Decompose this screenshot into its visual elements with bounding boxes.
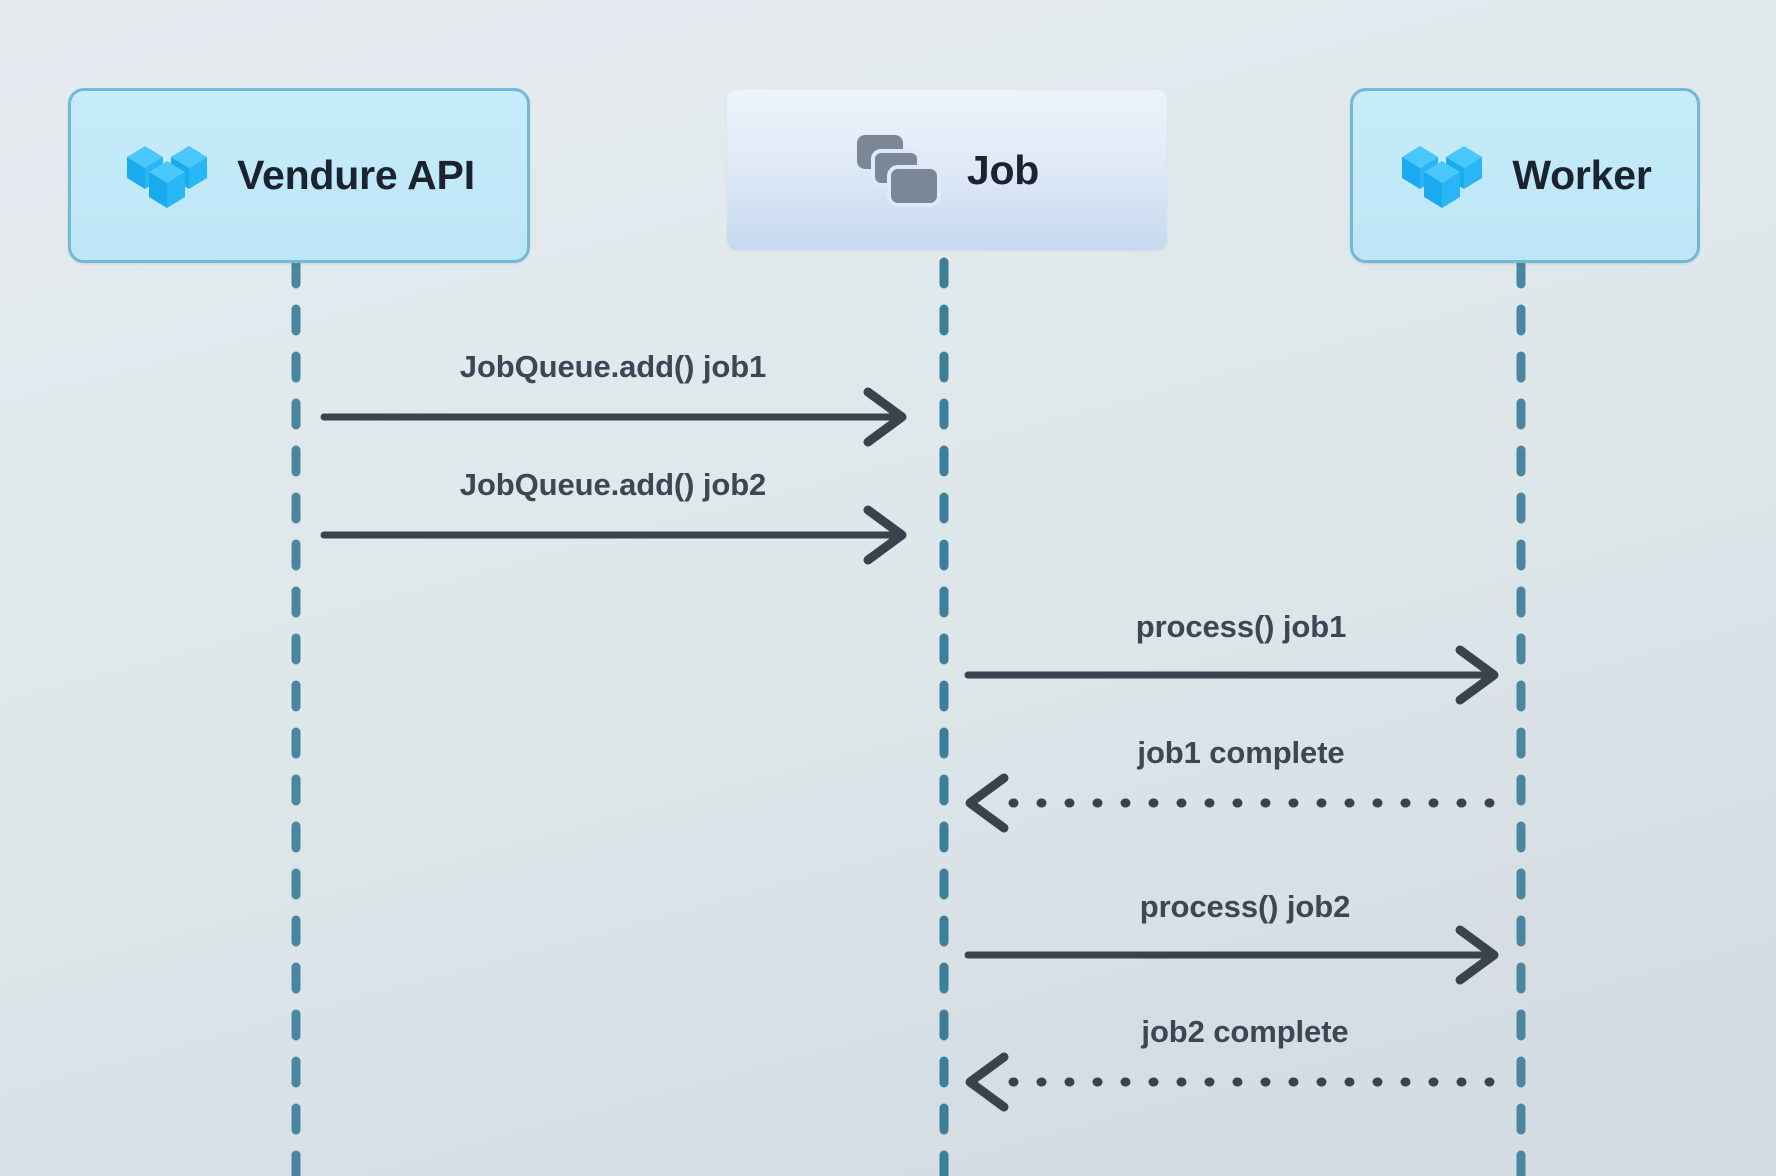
participant-label-vendure-api: Vendure API <box>237 152 475 198</box>
participant-label-job: Job <box>966 146 1040 193</box>
message-label-process-job1: process() job1 <box>1135 609 1347 644</box>
message-arrow-jobqueue-add-job1 <box>320 387 907 447</box>
job-stack-icon <box>855 133 941 207</box>
arrowhead-left-icon <box>965 1052 1009 1112</box>
arrowhead-left-icon <box>965 773 1009 833</box>
arrowhead-right-icon <box>863 505 907 565</box>
message-arrow-process-job1 <box>964 645 1499 705</box>
message-label-jobqueue-add-job1: JobQueue.add() job1 <box>459 349 767 384</box>
vendure-cubes-icon <box>1398 137 1486 215</box>
participant-vendure-api[interactable]: Vendure API <box>68 88 530 263</box>
message-arrow-process-job2 <box>964 925 1499 985</box>
message-arrow-job1-complete <box>965 773 1495 833</box>
lifelines-group <box>291 257 1526 1176</box>
arrowhead-right-icon <box>1455 925 1499 985</box>
arrowhead-right-icon <box>863 387 907 447</box>
participant-job[interactable]: Job <box>727 90 1167 250</box>
message-label-job1-complete: job1 complete <box>1137 735 1345 770</box>
message-label-jobqueue-add-job2: JobQueue.add() job2 <box>459 467 767 502</box>
participant-label-worker: Worker <box>1512 152 1652 198</box>
participant-worker[interactable]: Worker <box>1350 88 1700 263</box>
message-arrow-jobqueue-add-job2 <box>320 505 907 565</box>
vendure-cubes-icon <box>123 137 211 215</box>
message-arrow-job2-complete <box>965 1052 1495 1112</box>
message-label-process-job2: process() job2 <box>1139 889 1351 924</box>
message-label-job2-complete: job2 complete <box>1141 1014 1349 1049</box>
arrowhead-right-icon <box>1455 645 1499 705</box>
